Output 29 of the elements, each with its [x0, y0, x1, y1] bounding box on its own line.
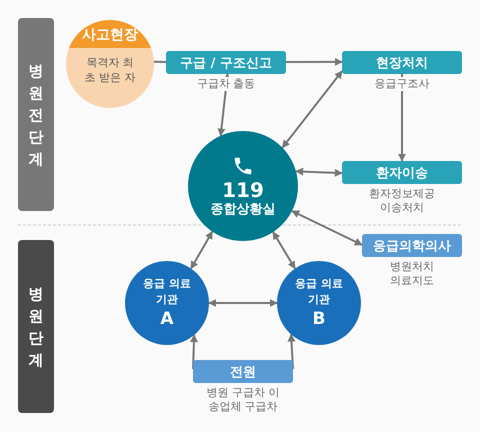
number-label: 119 — [222, 178, 264, 200]
arrow — [291, 210, 363, 246]
hospital-letter: A — [160, 308, 174, 330]
process-box: 환자이송 — [342, 161, 462, 184]
hospital-label: 응급 의료기관 — [142, 276, 192, 308]
stage-bar — [18, 18, 54, 211]
arrow — [190, 230, 214, 270]
process-box: 구급 / 구조신고 — [166, 51, 286, 74]
stage-label: 병원 단계 — [28, 284, 44, 370]
caption-text: 응급구조사 — [372, 77, 432, 91]
hospital-letter: B — [312, 308, 326, 330]
arrow — [272, 231, 296, 270]
connector-line — [154, 60, 166, 63]
stage-label: 병원 전 단계 — [28, 60, 44, 170]
arrow — [190, 334, 198, 370]
hospital-label: 응급 의료기관 — [294, 276, 344, 308]
process-box: 현장처치 — [342, 51, 462, 74]
arrow — [288, 334, 296, 370]
center-label: 종합상황실 — [210, 200, 276, 218]
arrow — [286, 58, 343, 66]
arrow — [208, 299, 278, 307]
process-box: 응급의학의사 — [362, 234, 462, 257]
arrow — [398, 74, 406, 162]
process-box: 전원 — [193, 360, 293, 383]
stage-bar — [18, 240, 54, 413]
arrow — [282, 70, 343, 148]
caption-text: 구급차 출동 — [194, 77, 258, 91]
arrow — [295, 168, 343, 177]
circle-text: 목격자 최초 받은 자 — [84, 55, 136, 85]
